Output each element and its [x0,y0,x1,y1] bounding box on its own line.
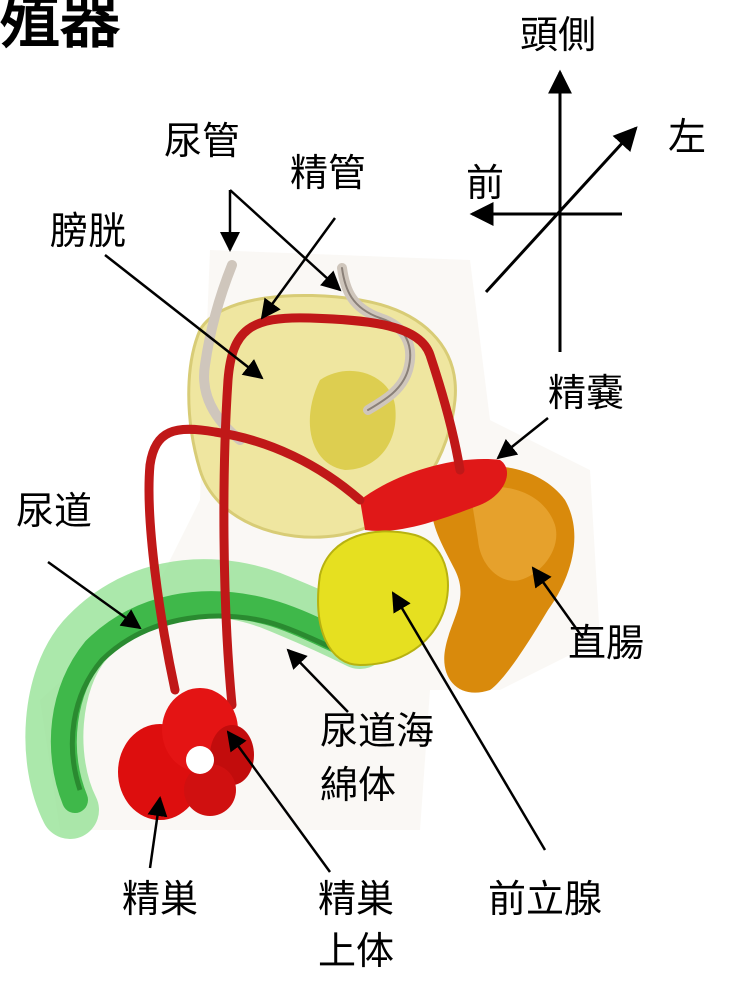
label-urethra: 尿道 [16,488,92,534]
axis-label-front: 前 [466,160,504,206]
label-prostate: 前立腺 [488,876,602,922]
page-title: 生殖器 [0,0,120,52]
axis-label-head: 頭側 [520,12,596,58]
label-epididymis-line2: 上体 [318,928,394,974]
label-corpus-spongiosum-line2: 綿体 [320,762,396,808]
label-seminal-vesicle: 精嚢 [548,370,624,416]
label-bladder: 膀胱 [50,208,126,254]
label-vas-deferens: 精管 [290,150,366,196]
orientation-axes [472,72,636,352]
label-epididymis-line1: 精巣 [318,876,394,922]
label-rectum: 直腸 [568,620,644,666]
label-testis: 精巣 [122,876,198,922]
axis-label-left: 左 [668,114,706,160]
label-ureter: 尿管 [164,118,240,164]
label-corpus-spongiosum-line1: 尿道海 [320,708,434,754]
